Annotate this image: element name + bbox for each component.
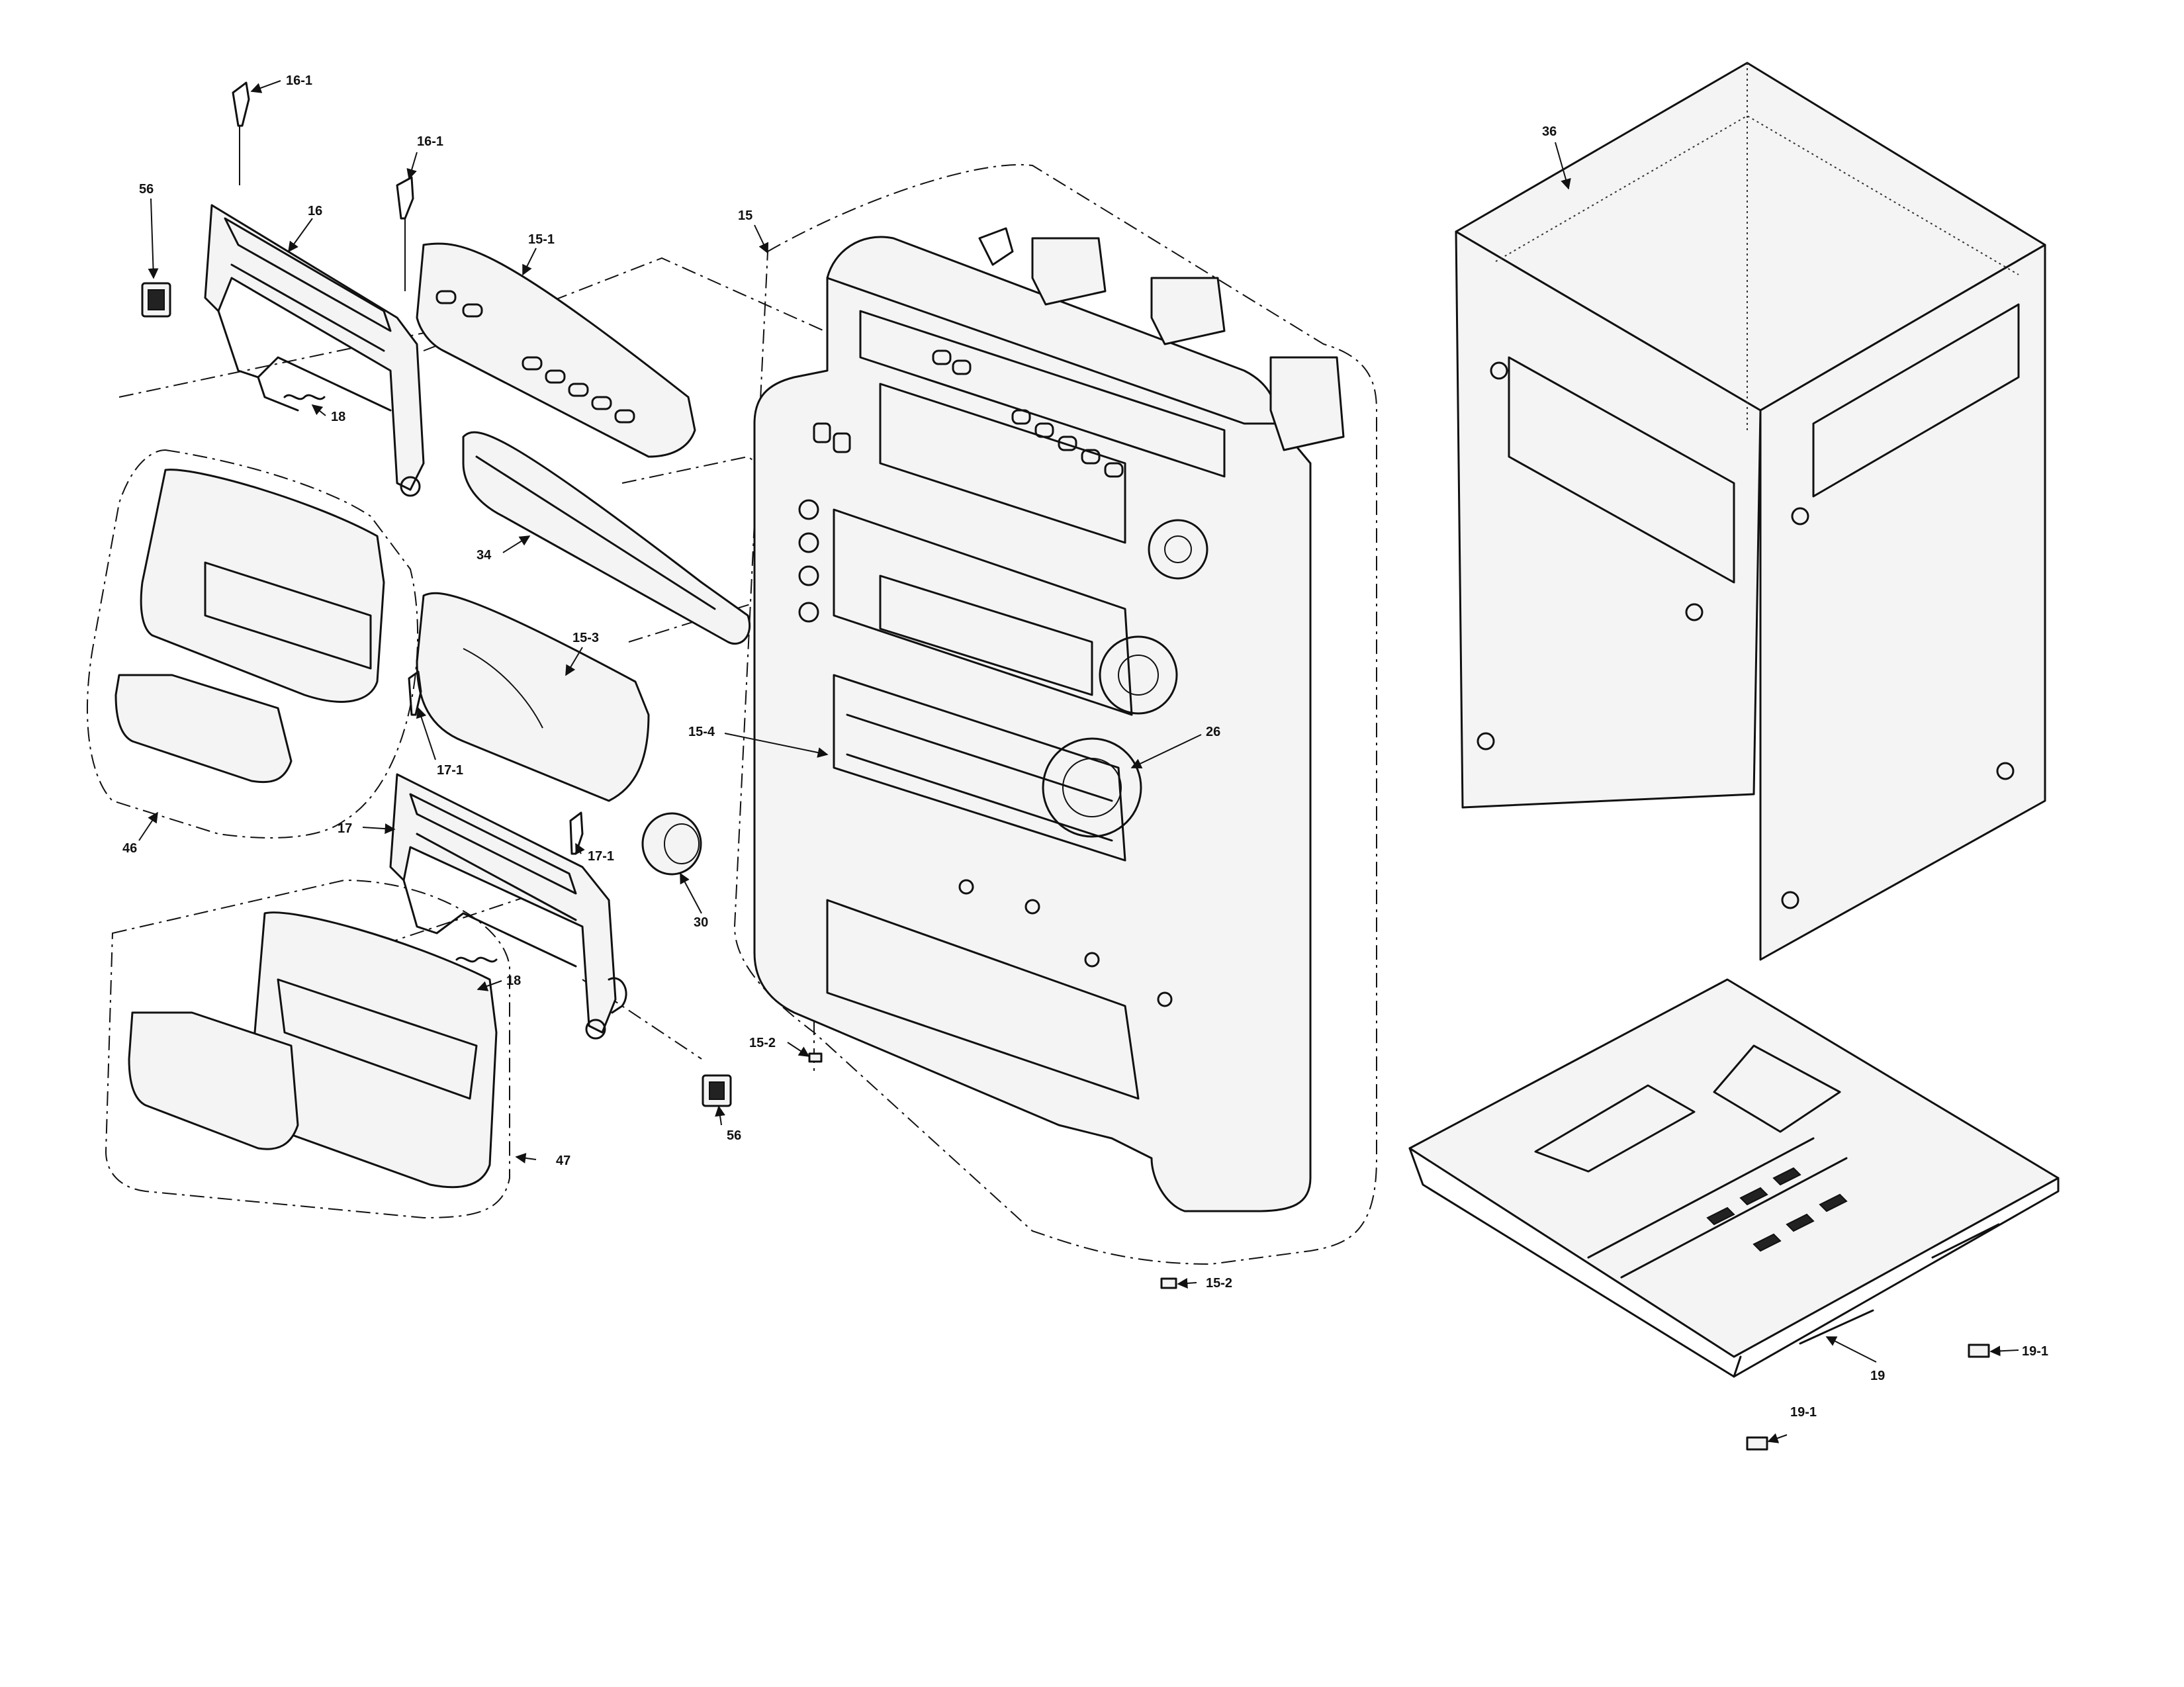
part-16-1-spring-a [232,81,250,185]
part-17-cassette-frame [389,773,627,1040]
part-19-1-pad-a [1968,1344,1990,1358]
callout-19: 19 [1870,1369,1885,1383]
part-56-bracket-lower [702,1074,732,1107]
leader-19-1b [1767,1433,1788,1443]
leader-36 [1555,142,1571,190]
leader-16-1a [250,80,281,93]
part-46-cassette-door [114,469,385,784]
leader-15 [754,224,769,254]
leader-46 [138,811,158,841]
leader-18a [311,404,326,416]
leader-17 [362,823,396,835]
leader-19-1a [1989,1345,2019,1357]
leader-16 [288,218,313,253]
callout-34: 34 [477,548,492,563]
part-18-spring-lower [455,956,498,963]
part-16-cassette-frame [204,204,425,497]
part-19-1-pad-b [1746,1436,1768,1451]
leader-18b [477,980,502,991]
part-36-cabinet-cover [1455,62,2046,961]
callout-47: 47 [556,1154,570,1168]
part-15-1-button-panel [416,242,696,458]
leader-30 [680,872,702,914]
leader-56b [715,1105,725,1126]
callout-56a: 56 [139,182,154,197]
part-18-spring-upper [283,394,326,400]
part-17-1-spring-a [408,670,422,716]
leader-17-1b [575,843,585,855]
callout-17-1b: 17-1 [588,849,614,864]
callout-17-1a: 17-1 [437,763,463,778]
callout-26: 26 [1206,725,1220,739]
callout-36: 36 [1542,124,1557,139]
leader-34 [502,535,531,553]
callout-19-1a: 19-1 [2022,1344,2048,1359]
alignment-line [582,979,702,1060]
callout-16-1a: 16-1 [286,73,312,88]
callout-56b: 56 [727,1128,741,1143]
front-panel-group-outline [733,164,1377,1265]
callout-15-4: 15-4 [688,725,715,739]
callout-18a: 18 [331,410,345,424]
leader-15-2b [1177,1277,1197,1289]
part-56-bracket-upper [141,282,171,318]
callout-15: 15 [738,208,752,223]
callout-19-1b: 19-1 [1790,1405,1817,1420]
callout-17: 17 [338,821,352,836]
leader-15-3 [565,647,583,676]
leader-56a [148,198,159,279]
leader-19 [1825,1336,1877,1363]
button-holder-parts [978,227,1345,451]
cassette-door-47-group-outline [105,879,510,1219]
leader-26 [1130,734,1202,769]
part-15-front-panel [753,236,1312,1212]
part-30-knob [641,812,702,876]
callout-30: 30 [694,915,708,930]
callout-15-2a: 15-2 [749,1036,776,1050]
part-15-2-pad-b [1160,1277,1177,1289]
callout-15-1: 15-1 [528,232,555,247]
leader-16-1b [406,152,418,180]
callout-16: 16 [308,204,322,218]
leader-47 [515,1152,537,1163]
leader-15-1 [522,248,537,276]
callout-15-3: 15-3 [572,631,599,645]
alignment-line [118,317,497,398]
part-16-1-spring-b [396,176,414,291]
part-17-1-spring-b [569,811,584,855]
callout-16-1b: 16-1 [417,134,443,149]
leader-17-1a [416,707,436,760]
leader-15-2a [787,1042,810,1057]
callout-15-2b: 15-2 [1206,1276,1232,1291]
callout-46: 46 [122,841,137,856]
part-15-3-cassette-window [416,592,650,802]
leader-15-4 [724,733,829,758]
part-19-chassis-base [1408,978,2060,1378]
cassette-door-46-group-outline [87,449,419,839]
part-15-2-pad-a [808,1052,823,1063]
part-47-cassette-door [128,911,498,1189]
part-34-display-lens [462,431,751,645]
callout-18b: 18 [506,974,521,988]
